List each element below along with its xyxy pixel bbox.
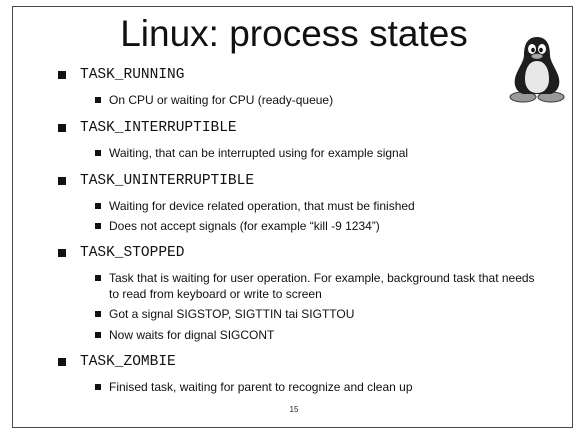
state-label: TASK_STOPPED <box>80 245 185 261</box>
slide-frame <box>12 6 573 428</box>
detail-text: Now waits for dignal SIGCONT <box>109 328 275 342</box>
detail-item: Finised task, waiting for parent to reco… <box>95 379 545 395</box>
detail-item: Waiting for device related operation, th… <box>95 198 545 214</box>
square-bullet-icon <box>58 358 66 366</box>
state-label: TASK_RUNNING <box>80 67 185 83</box>
square-bullet-icon <box>58 177 66 185</box>
detail-item: Waiting, that can be interrupted using f… <box>95 145 545 161</box>
detail-text: Finised task, waiting for parent to reco… <box>109 380 413 394</box>
detail-text: Task that is waiting for user operation.… <box>109 271 535 301</box>
state-label: TASK_INTERRUPTIBLE <box>80 120 237 136</box>
detail-item: On CPU or waiting for CPU (ready-queue) <box>95 92 545 108</box>
state-label: TASK_UNINTERRUPTIBLE <box>80 173 255 189</box>
detail-text: Does not accept signals (for example “ki… <box>109 219 380 233</box>
detail-item: Does not accept signals (for example “ki… <box>95 218 545 234</box>
square-bullet-icon <box>58 249 66 257</box>
square-bullet-icon <box>58 124 66 132</box>
detail-item: Now waits for dignal SIGCONT <box>95 327 545 343</box>
square-bullet-icon <box>95 311 101 317</box>
square-bullet-icon <box>95 384 101 390</box>
detail-text: Got a signal SIGSTOP, SIGTTIN tai SIGTTO… <box>109 307 355 321</box>
square-bullet-icon <box>95 223 101 229</box>
state-label: TASK_ZOMBIE <box>80 354 176 370</box>
square-bullet-icon <box>58 71 66 79</box>
square-bullet-icon <box>95 332 101 338</box>
slide-title: Linux: process states <box>120 13 468 54</box>
square-bullet-icon <box>95 203 101 209</box>
detail-text: Waiting, that can be interrupted using f… <box>109 146 409 160</box>
detail-item: Got a signal SIGSTOP, SIGTTIN tai SIGTTO… <box>95 306 545 322</box>
detail-text: On CPU or waiting for CPU (ready-queue) <box>109 93 334 107</box>
detail-text: Waiting for device related operation, th… <box>109 199 415 213</box>
square-bullet-icon <box>95 150 101 156</box>
detail-item: Task that is waiting for user operation.… <box>95 270 545 302</box>
square-bullet-icon <box>95 97 101 103</box>
tux-penguin-icon <box>509 37 565 103</box>
page-number: 15 <box>289 405 299 414</box>
square-bullet-icon <box>95 275 101 281</box>
